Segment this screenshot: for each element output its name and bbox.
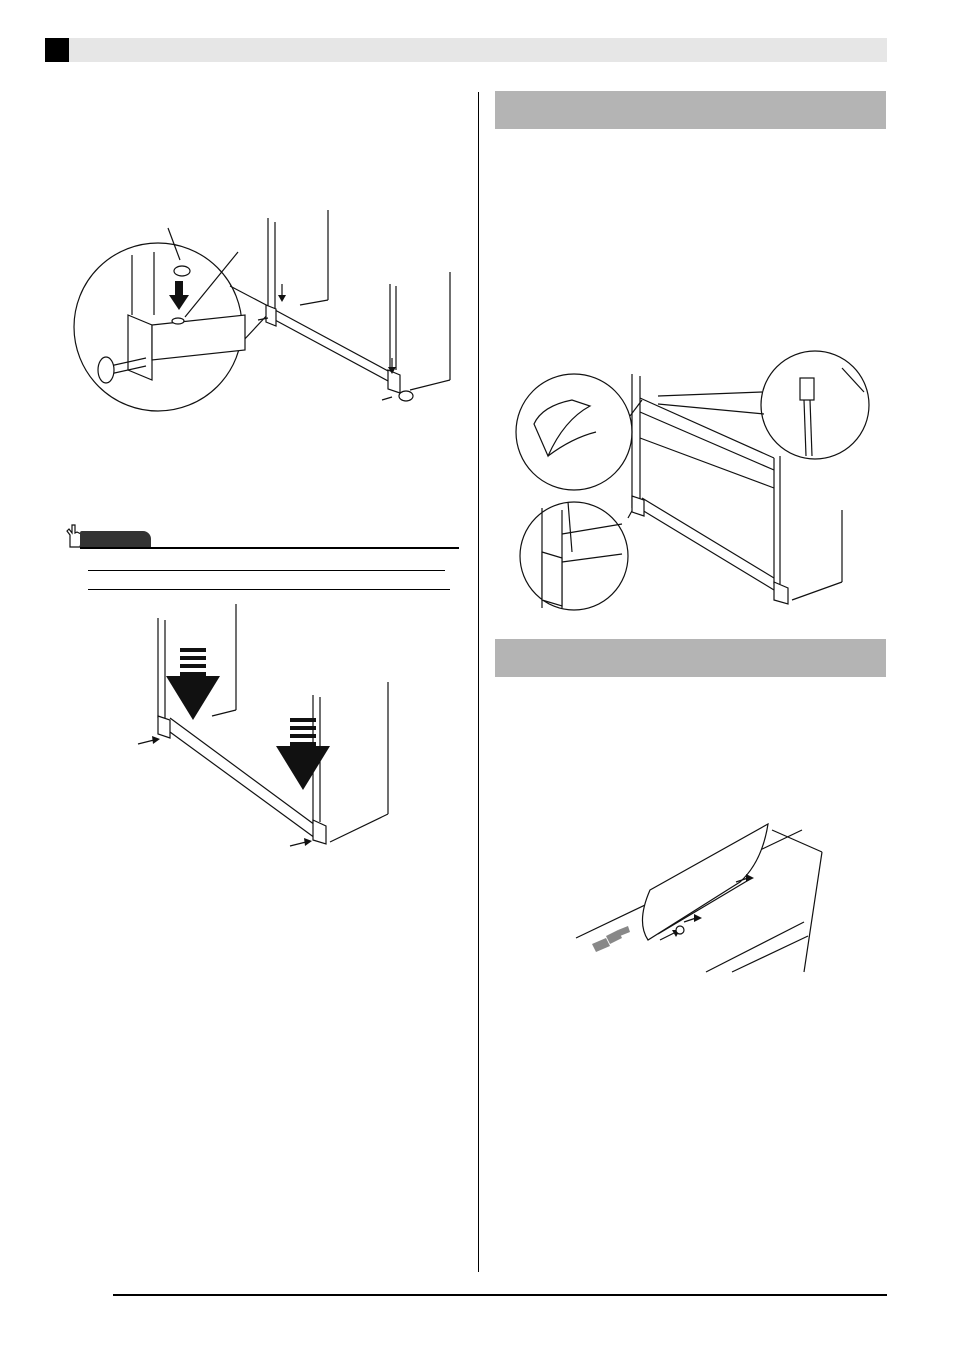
section-bar-1: [495, 91, 886, 129]
notice-rule-lower: [88, 589, 450, 590]
column-divider: [478, 92, 479, 1272]
screw-cap-insertion-figure: [73, 210, 451, 412]
footer-rule: [113, 1294, 887, 1296]
header-bar: [69, 38, 887, 62]
music-stand-installation-figure: [575, 822, 823, 973]
section-bar-2: [495, 639, 886, 677]
notice-rule-main: [80, 547, 459, 549]
header-marker: [45, 38, 69, 62]
legs-press-down-figure: [137, 604, 389, 847]
notice-tab: [80, 531, 151, 548]
cable-clamp-connection-figure: [515, 350, 870, 611]
notice-rule-upper: [88, 570, 445, 571]
